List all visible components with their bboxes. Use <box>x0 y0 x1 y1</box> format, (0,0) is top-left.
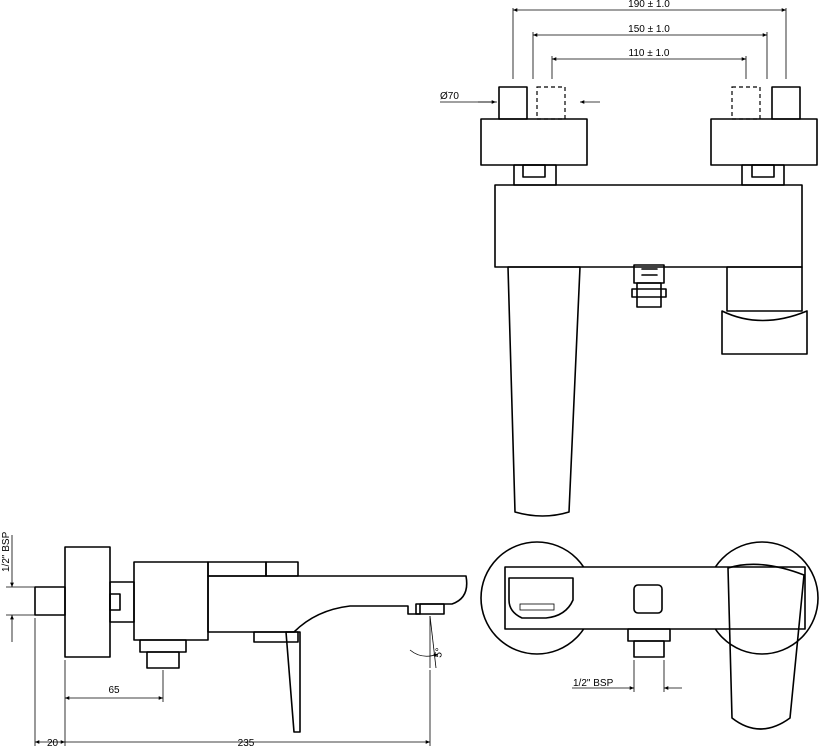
dimension-diameter-label: Ø70 <box>440 91 459 102</box>
dimension-150: 150 ± 1.0 <box>532 24 768 79</box>
dimension-235-label: 235 <box>238 738 255 749</box>
dimension-angle: 5° <box>409 615 446 669</box>
dimension-bsp-bottom: 1/2" BSP <box>572 660 682 692</box>
dimension-110: 110 ± 1.0 <box>551 48 747 79</box>
dimension-bsp-side-label: 1/2" BSP <box>1 531 12 572</box>
dimension-20-label: 20 <box>47 738 59 749</box>
dimension-angle-label: 5° <box>433 647 445 658</box>
dimension-65: 65 <box>64 660 164 746</box>
dimension-bsp-side: 1/2" BSP <box>1 531 35 642</box>
dimension-190: 190 ± 1.0 <box>512 0 787 79</box>
dimension-110-label: 110 ± 1.0 <box>629 48 670 59</box>
dimension-150-label: 150 ± 1.0 <box>628 24 670 35</box>
dimension-65-label: 65 <box>108 685 120 696</box>
dimension-190-label: 190 ± 1.0 <box>628 0 670 10</box>
front-view: 190 ± 1.0 150 ± 1.0 110 ± 1.0 Ø70 <box>440 0 818 517</box>
dimension-20-235: 20 235 <box>34 618 431 749</box>
dimension-bsp-bottom-label: 1/2" BSP <box>573 678 614 689</box>
diverter-knob <box>631 264 667 308</box>
bottom-view: 1/2" BSP <box>480 541 819 730</box>
dimension-diameter: Ø70 <box>440 91 600 104</box>
side-view: 1/2" BSP 5° <box>1 531 468 749</box>
